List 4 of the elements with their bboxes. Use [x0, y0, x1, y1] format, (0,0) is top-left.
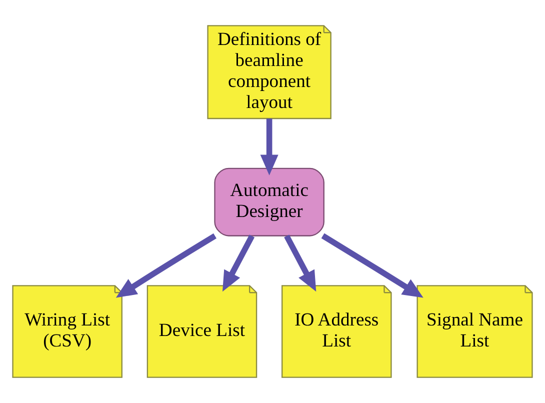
node-box: Automatic Designer [214, 168, 324, 236]
arrow [260, 118, 278, 176]
arrow [284, 234, 316, 292]
arrow [321, 233, 424, 298]
